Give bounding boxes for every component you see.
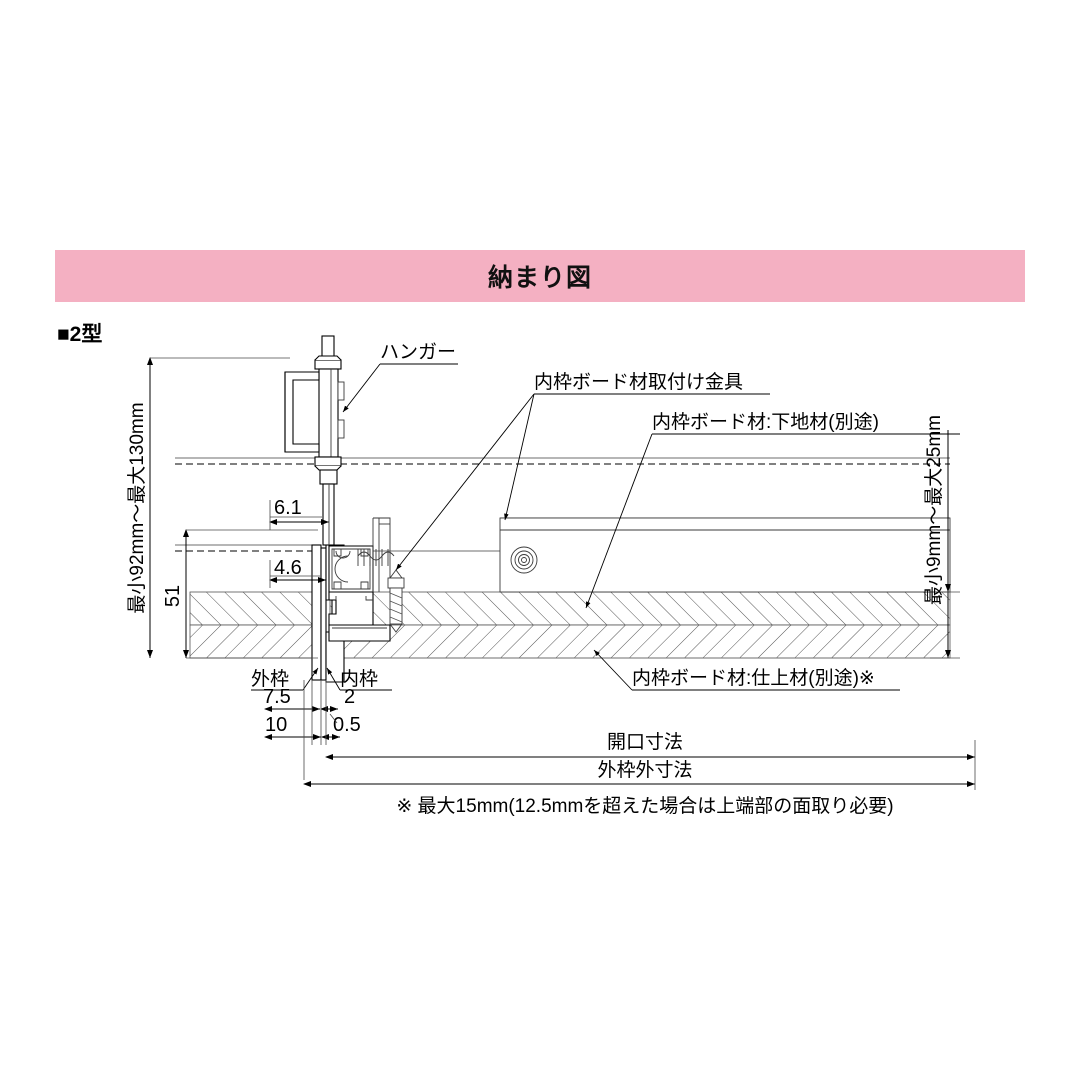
type-label: ■2型 [57,323,103,346]
dim-vertical-left-sub: 51 [162,585,184,607]
dim-vertical-left-main: 最小92mm～最大130mm [126,402,148,613]
annotation-finish-board: 内枠ボード材:仕上材(別途)※ [632,667,875,689]
annotation-base-board: 内枠ボード材:下地材(別途) [652,411,879,433]
dim-4-6: 4.6 [274,557,302,579]
label-inner-frame: 内枠 [340,668,378,690]
annotation-hanger: ハンガー [380,341,456,363]
dim-6-1: 6.1 [274,497,302,519]
banner-title: 納まり図 [487,264,592,292]
dim-10: 10 [265,714,287,736]
dim-vertical-right: 最小9mm～最大25mm [923,415,945,605]
dim-outer-frame-label: 外枠外寸法 [597,759,692,781]
footnote-text: ※ 最大15mm(12.5mmを超えた場合は上端部の面取り必要) [396,795,893,817]
dim-7-5: 7.5 [263,686,291,708]
annotation-bracket: 内枠ボード材取付け金具 [534,371,743,393]
section-banner: 納まり図 [55,250,1025,302]
dim-opening-label: 開口寸法 [607,731,683,753]
dim-0-5: 0.5 [333,714,361,736]
dim-2: 2 [344,686,355,708]
label-outer-frame: 外枠 [251,668,289,690]
